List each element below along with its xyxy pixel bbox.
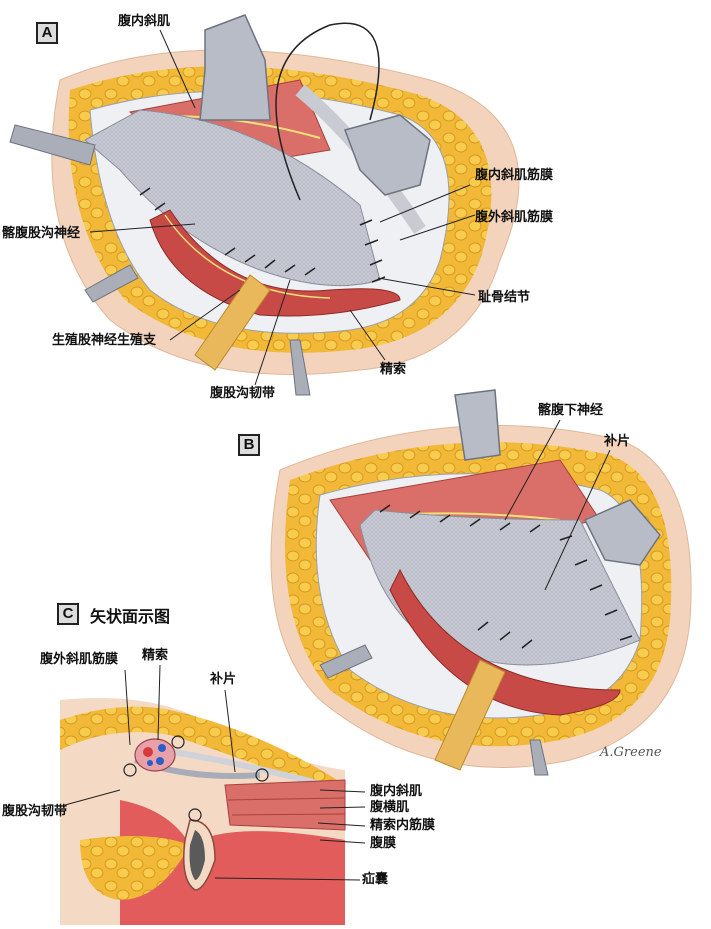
label-c-mesh: 补片 [210,672,237,687]
panel-c-leaders [64,664,366,881]
label-b-iliohypogastric-nerve: 髂腹下神经 [538,403,604,418]
label-c-transversus: 腹横肌 [370,800,410,815]
label-c-spermatic-cord: 精索 [142,648,169,663]
label-a-external-oblique-fascia: 腹外斜肌筋膜 [475,210,554,225]
label-a-internal-oblique: 腹内斜肌 [118,14,171,29]
panel-c-figure [60,698,346,925]
label-c-hernia-sac: 疝囊 [362,872,389,887]
panel-a-leaders [89,29,476,386]
panel-a-figure [9,14,520,396]
label-b-mesh: 补片 [604,434,631,449]
label-c-internal-spermatic-fascia: 精索内筋膜 [370,818,436,833]
label-c-internal-oblique: 腹内斜肌 [370,784,423,799]
label-a-internal-oblique-fascia: 腹内斜肌筋膜 [475,168,554,183]
label-c-inguinal-ligament: 腹股沟韧带 [2,804,68,819]
label-a-genital-branch: 生殖股神经生殖支 [52,333,157,348]
label-a-spermatic-cord: 精索 [380,362,407,377]
panel-tag-a: A [36,22,58,44]
panel-b-leaders [504,419,611,591]
label-c-peritoneum: 腹膜 [370,836,397,851]
panel-tag-c: C [57,603,79,625]
label-a-ilioinguinal-nerve: 髂腹股沟神经 [2,226,81,241]
panel-c-title: 矢状面示图 [90,607,171,626]
panel-b-figure [270,389,692,776]
illustrator-signature: A.Greene [600,745,662,760]
label-c-external-oblique-fascia: 腹外斜肌筋膜 [40,652,119,667]
label-a-pubic-tubercle: 耻骨结节 [478,290,531,305]
label-a-inguinal-ligament: 腹股沟韧带 [210,386,276,401]
panel-tag-b: B [238,434,260,456]
